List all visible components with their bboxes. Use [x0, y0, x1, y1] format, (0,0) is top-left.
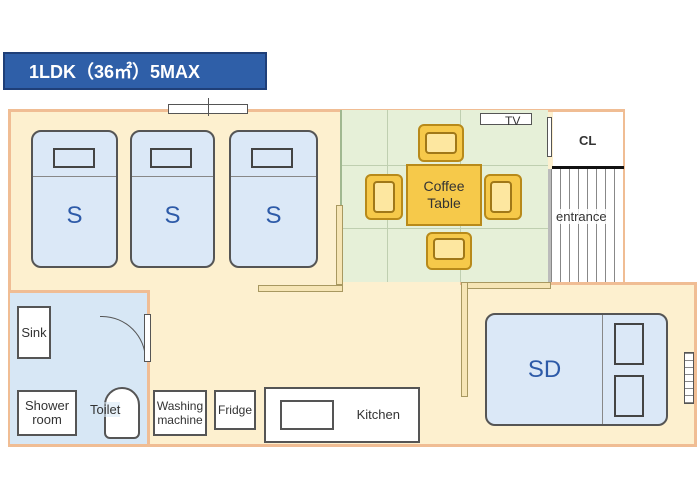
chair-right	[484, 174, 522, 220]
chair-left	[365, 174, 403, 220]
coffee-table-label-1: Coffee	[423, 178, 465, 194]
shower-label-2: room	[32, 412, 62, 427]
washing-label-1: Washing	[156, 399, 204, 413]
closet	[553, 112, 623, 166]
fridge-label: Fridge	[217, 403, 252, 417]
bedroom-wall-left	[461, 282, 468, 397]
tatami-border-left	[340, 110, 342, 282]
washing-machine: Washing machine	[153, 390, 207, 436]
single-bed-3: S	[229, 130, 318, 268]
kitchen-counter: Kitchen	[264, 387, 420, 443]
single-bed-2: S	[130, 130, 215, 268]
coffee-table: Coffee Table	[406, 164, 482, 226]
window-right	[684, 352, 694, 404]
closet-label: CL	[579, 133, 597, 148]
pillow	[251, 148, 293, 168]
sink-label: Sink	[21, 324, 47, 340]
toilet-door	[144, 314, 151, 362]
entrance-steps[interactable]	[551, 169, 623, 282]
pillow	[614, 323, 644, 365]
chair-top	[418, 124, 464, 162]
shower-label-1: Shower	[24, 398, 70, 413]
window-top-divider	[208, 98, 209, 116]
double-bed: SD	[485, 313, 668, 426]
bed-label: S	[265, 202, 282, 229]
tv	[480, 113, 532, 125]
closet-door	[547, 117, 552, 157]
bed-label: S	[164, 202, 181, 229]
entrance-label: entrance	[556, 209, 607, 224]
bedroom-wall-top	[463, 282, 551, 289]
bed-label: S	[66, 202, 83, 229]
coffee-table-label-2: Table	[427, 195, 461, 211]
plan-title-text: 1LDK（36㎡）5MAX	[29, 62, 201, 82]
partition-wall-vertical	[336, 205, 343, 285]
washing-label-2: machine	[157, 413, 203, 427]
kitchen-sink	[280, 400, 334, 430]
tatami-line-2	[341, 228, 548, 229]
single-bed-1: S	[31, 130, 118, 268]
shower-room: Shower room	[17, 390, 77, 436]
pillow	[53, 148, 95, 168]
toilet-label: Toilet	[90, 402, 121, 417]
sink: Sink	[17, 306, 51, 359]
closet-bottom-wall	[552, 166, 624, 169]
pillow	[614, 375, 644, 417]
entrance-edge	[548, 169, 551, 282]
plan-title: 1LDK（36㎡）5MAX	[3, 52, 267, 90]
tv-label: TV	[505, 114, 521, 128]
fridge: Fridge	[214, 390, 256, 430]
pillow	[150, 148, 192, 168]
kitchen-label: Kitchen	[356, 407, 400, 422]
bed-label: SD	[527, 355, 562, 383]
chair-bottom	[426, 232, 472, 270]
partition-wall-horizontal	[258, 285, 343, 292]
